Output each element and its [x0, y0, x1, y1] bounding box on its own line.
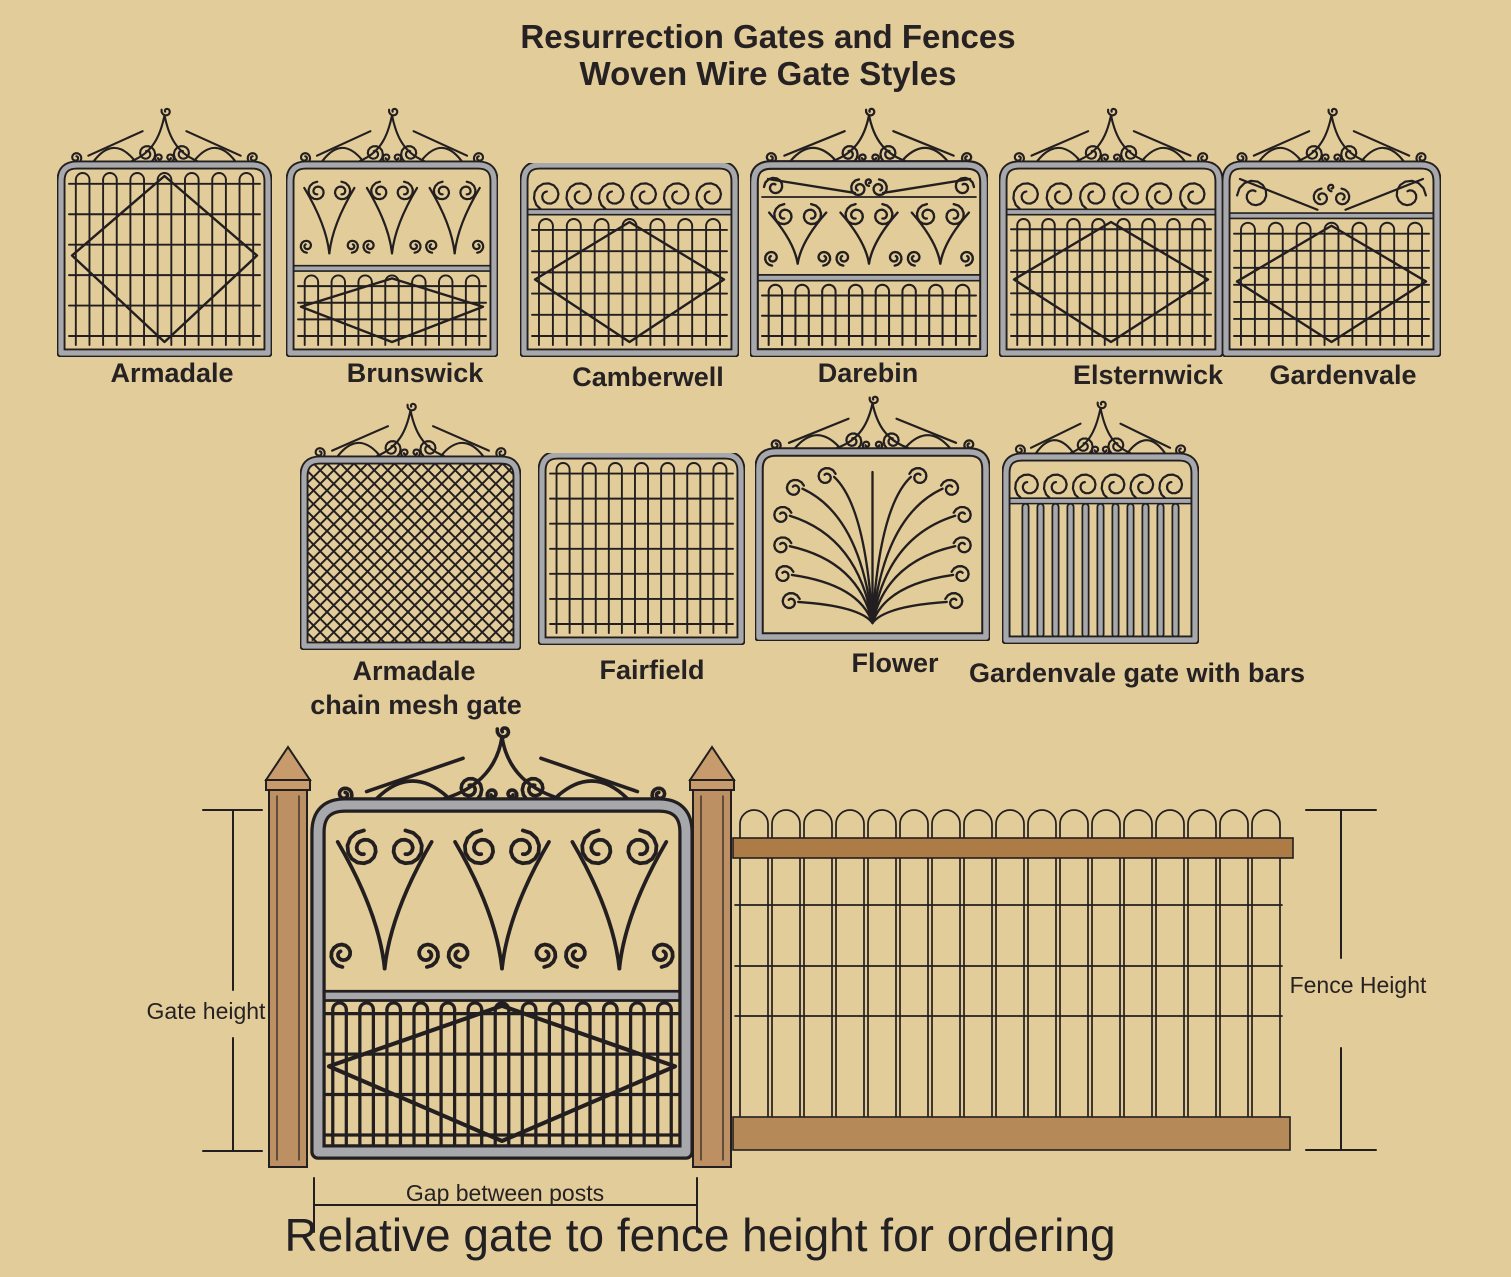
gate-label-gardenvale: Gardenvale [1269, 360, 1417, 390]
gate-label-armadale: Armadale [110, 358, 234, 388]
gate-drawing-flower [755, 395, 990, 641]
ordering-diagram [202, 726, 1377, 1233]
poster-title-line2: Woven Wire Gate Styles [579, 55, 957, 92]
gate-drawing-darebin [750, 107, 988, 357]
gate-drawing-chain-mesh [300, 402, 521, 650]
gate-label-chain-mesh-line1: Armadale [352, 656, 476, 686]
poster-title: Resurrection Gates and Fences Woven Wire… [268, 18, 1268, 92]
gate-drawing-elsternwick [999, 107, 1223, 357]
diagram-caption: Relative gate to fence height for orderi… [284, 1209, 1116, 1261]
gate-drawing-bars [1002, 400, 1199, 644]
gate-drawing-gardenvale [1222, 107, 1441, 357]
gate-drawing-fairfield [538, 453, 745, 645]
gate-label-bars: Gardenvale gate with bars [968, 658, 1306, 688]
gate-height-label: Gate height [146, 998, 266, 1024]
gate-label-fairfield: Fairfield [599, 655, 705, 685]
gate-drawing-camberwell [520, 163, 739, 357]
gap-between-posts-label: Gap between posts [405, 1180, 605, 1206]
gate-drawing-armadale [57, 107, 272, 357]
gate-label-chain-mesh-line2: chain mesh gate [310, 690, 522, 720]
poster-title-line1: Resurrection Gates and Fences [520, 18, 1016, 55]
gate-label-camberwell: Camberwell [572, 362, 724, 392]
gate-label-brunswick: Brunswick [346, 358, 484, 388]
gate-label-darebin: Darebin [817, 358, 919, 388]
gate-label-elsternwick: Elsternwick [1072, 360, 1224, 390]
gate-drawing-brunswick [286, 107, 498, 357]
gate-label-flower: Flower [851, 648, 939, 678]
fence-height-label: Fence Height [1289, 972, 1427, 998]
